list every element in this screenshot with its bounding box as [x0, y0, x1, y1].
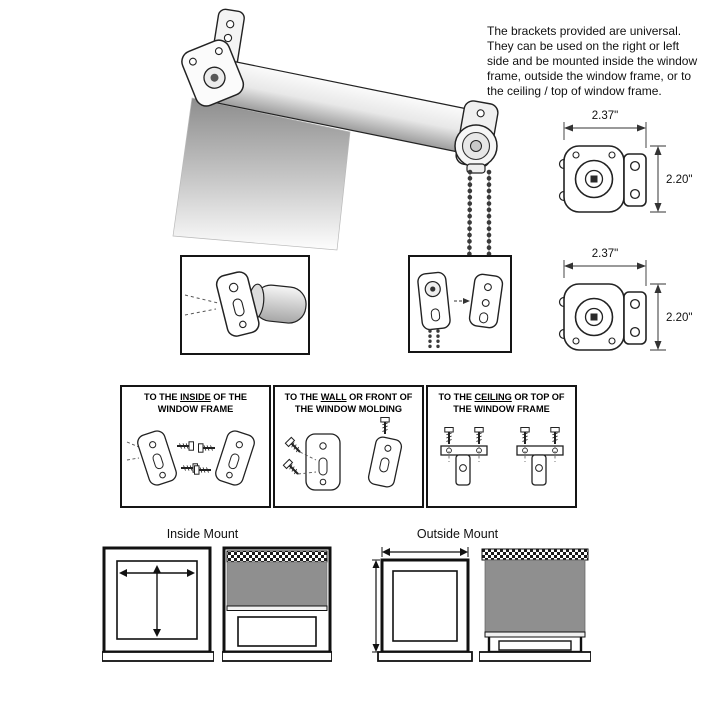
inset-bracket-tube-detail: [180, 255, 310, 355]
inside-mount-label: Inside Mount: [166, 527, 239, 541]
shade-fabric: [172, 97, 351, 251]
clutch-assembly: [454, 100, 499, 174]
wall-mount-drawing: [282, 416, 402, 491]
title-keyword: INSIDE: [180, 392, 211, 402]
mount-option-inside-title: TO THE INSIDE OF THE WINDOW FRAME: [122, 392, 269, 416]
screw: [282, 458, 299, 475]
screw: [379, 416, 390, 434]
dim-height-label-bottom: 2.20": [666, 312, 692, 324]
title-line2: WINDOW FRAME: [157, 403, 234, 414]
outside-mount-label: Outside Mount: [416, 527, 499, 541]
screw: [284, 436, 301, 453]
title-keyword: WALL: [320, 392, 347, 402]
inset-bracket-tube-drawing: [184, 271, 307, 337]
bracket-dimension-diagram-top: 2.37" 2.20": [558, 110, 692, 213]
mount-option-wall: TO THE WALL OR FRONT OF THE WINDOW MOLDI…: [273, 385, 424, 508]
inside-mount-shade-diagram: [222, 546, 332, 662]
outside-mount-shade-diagram: [479, 548, 591, 662]
inset-clutch-detail: [408, 255, 512, 353]
screw: [473, 426, 484, 444]
title-part: TO THE: [144, 392, 181, 402]
screw: [519, 426, 530, 444]
mount-option-inside-frame: TO THE INSIDE OF THE WINDOW FRAME: [120, 385, 271, 508]
screw: [443, 426, 454, 444]
screw: [193, 465, 211, 475]
inset1-bracket-plate: [215, 271, 260, 337]
inside-mount-measure-diagram: [102, 546, 214, 662]
dim-width-label-bottom: 2.37": [592, 248, 618, 260]
title-keyword: CEILING: [474, 392, 512, 402]
screw: [197, 443, 215, 453]
title-line2: THE WINDOW MOLDING: [294, 403, 403, 414]
title-part: OR TOP OF: [511, 392, 565, 402]
screw: [549, 426, 560, 444]
outside-mount-measure-diagram: [372, 547, 473, 662]
inside-frame-mount-drawing: [126, 430, 255, 486]
ceiling-mount-drawing: [439, 426, 564, 486]
intro-paragraph: The brackets provided are universal. The…: [487, 24, 698, 99]
mount-option-wall-title: TO THE WALL OR FRONT OF THE WINDOW MOLDI…: [275, 392, 422, 416]
title-part: TO THE: [284, 392, 321, 402]
dim-height-label-top: 2.20": [666, 174, 692, 186]
title-part: OF THE: [210, 392, 247, 402]
roller-shade-illustration: [172, 8, 499, 316]
inset2-right-plate: [468, 273, 504, 329]
inset-clutch-drawing: [417, 271, 504, 349]
title-part: TO THE: [438, 392, 475, 402]
title-line2: THE WINDOW FRAME: [453, 403, 550, 414]
bracket-dimension-diagram-bottom: 2.37" 2.20": [558, 248, 692, 351]
title-part: OR FRONT OF: [346, 392, 413, 402]
mount-option-ceiling-title: TO THE CEILING OR TOP OF THE WINDOW FRAM…: [428, 392, 575, 416]
mount-option-ceiling: TO THE CEILING OR TOP OF THE WINDOW FRAM…: [426, 385, 577, 508]
ceiling-bracket: [515, 445, 564, 486]
screw: [176, 441, 194, 451]
ceiling-bracket: [439, 445, 488, 486]
left-bracket: [181, 39, 245, 107]
inset2-left-plate: [417, 271, 451, 331]
dim-width-label-top: 2.37": [592, 110, 618, 122]
